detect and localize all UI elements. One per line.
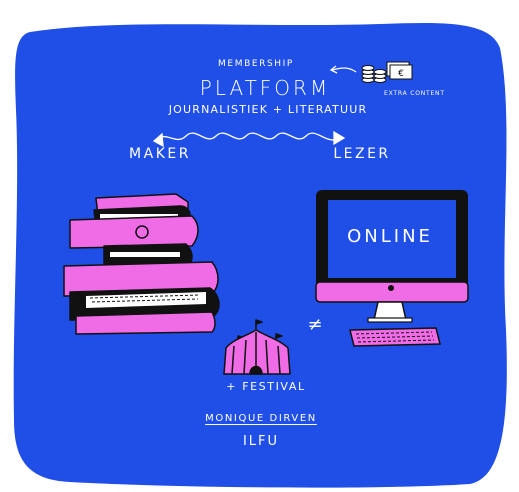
banknote-icon: € [386,61,413,80]
blue-blob-background [13,22,507,488]
double-arrow-icon [152,130,346,148]
festival-tent-icon [223,319,291,375]
maker-label: MAKER [129,146,191,162]
books-stack-icon [63,193,220,335]
online-screen-label: ONLINE [347,226,433,247]
banknote-euro-label: € [398,69,404,79]
membership-label: MEMBERSHIP [218,59,294,69]
not-equal-sign: ≠ [307,314,323,335]
platform-title: PLATFORM [199,76,331,100]
organization-label: ILFU [242,434,280,449]
platform-subtitle: JOURNALISTIEK + LITERATUUR [168,103,368,116]
author-credit: MONIQUE DIRVEN [205,413,317,424]
extra-content-label: EXTRA CONTENT [384,90,445,97]
lezer-label: LEZER [333,146,391,162]
coin-stack-icon [361,65,387,83]
festival-label: + FESTIVAL [226,380,306,393]
membership-arrow [331,67,357,73]
imac-icon [315,190,469,323]
keyboard-icon [349,327,441,347]
